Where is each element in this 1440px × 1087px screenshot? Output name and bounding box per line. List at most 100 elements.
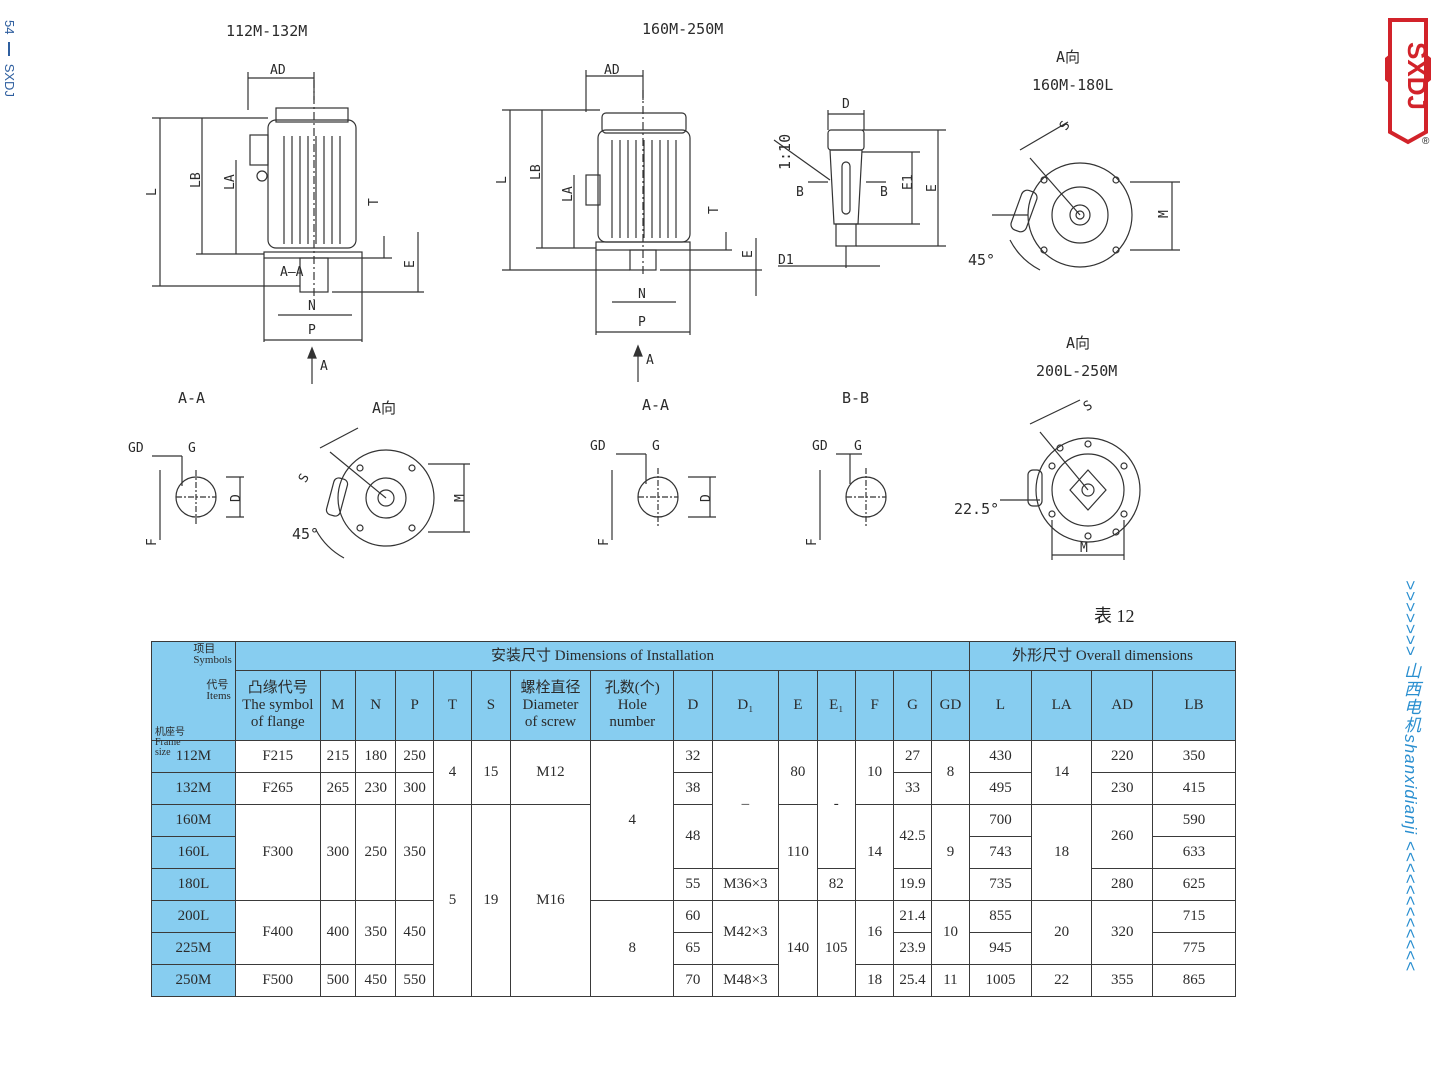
frame-225m: 225M <box>151 932 236 965</box>
angle-45-left: 45° <box>292 525 319 543</box>
table-cell: F215 <box>234 740 321 773</box>
label-p-1: P <box>308 323 316 338</box>
col-lb: LB <box>1152 670 1236 741</box>
table-cell: 743 <box>969 836 1032 869</box>
table-cell: 625 <box>1152 868 1236 901</box>
sxdj-logo: SXDJ ® <box>1385 18 1432 147</box>
col-g: G <box>893 670 932 741</box>
table-row: 225M 65 23.9 945 775 <box>151 932 1236 965</box>
table-cell: 48 <box>673 804 713 869</box>
label-l-1: L <box>145 188 160 196</box>
view1-title: 112M-132M <box>226 22 307 40</box>
label-b-left: B <box>796 185 804 200</box>
table-cell: 8 <box>590 900 675 997</box>
table-cell: 25.4 <box>893 964 932 997</box>
label-n-1: N <box>308 299 316 314</box>
label-ad-1: AD <box>270 63 286 78</box>
table-cell: 590 <box>1152 804 1236 837</box>
table-cell: 18 <box>1030 804 1093 901</box>
col-e1: E₁ <box>816 670 856 741</box>
label-g-3: G <box>854 439 862 454</box>
logo-text: SXDJ <box>1402 42 1432 110</box>
table-cell: M36×3 <box>711 868 780 901</box>
shaft-detail <box>773 110 946 268</box>
table-cell: 9 <box>930 804 971 901</box>
table-cell: 450 <box>355 964 397 997</box>
col-gd: GD <box>930 670 971 741</box>
page-number: 54 <box>2 20 17 35</box>
label-e1: E1 <box>901 174 916 190</box>
table-cell: 715 <box>1152 900 1236 933</box>
col-l: L <box>969 670 1032 741</box>
table-cell: 80 <box>778 740 818 805</box>
frame-132m: 132M <box>151 772 236 805</box>
table-cell: 265 <box>319 772 357 805</box>
table-cell: M48×3 <box>711 964 780 997</box>
taper-label: 1:10 <box>776 134 794 170</box>
group-overall-header: 外形尺寸 Overall dimensions <box>969 641 1236 671</box>
angle-22-5: 22.5° <box>954 500 999 518</box>
label-e-shaft: E <box>925 184 940 192</box>
bb-title: B-B <box>842 389 869 407</box>
table-cell: 14 <box>854 804 895 901</box>
table-cell: 350 <box>1152 740 1236 773</box>
table-cell: 20 <box>1030 900 1093 965</box>
table-cell: 82 <box>816 868 856 901</box>
section-aa-left <box>152 455 244 540</box>
table-cell: 32 <box>673 740 713 773</box>
table-cell: 8 <box>930 740 971 805</box>
table-cell: 230 <box>1091 772 1153 805</box>
group-install-header: 安装尺寸 Dimensions of Installation <box>234 641 971 671</box>
table-cell: 19.9 <box>893 868 932 901</box>
table-cell: F265 <box>234 772 321 805</box>
table-cell: 19 <box>471 804 511 997</box>
table-cell: 350 <box>395 804 434 901</box>
label-s-2: S <box>1081 398 1095 415</box>
label-t-1: T <box>367 198 382 206</box>
table-cell: 250 <box>355 804 397 901</box>
aa-left-title: A-A <box>178 389 205 407</box>
table-cell: 495 <box>969 772 1032 805</box>
motor-view-160m-250m <box>502 70 762 382</box>
aview-left-title: A向 <box>372 399 396 417</box>
table-cell: 500 <box>319 964 357 997</box>
label-m-2: M <box>1080 541 1088 556</box>
table-cell: – <box>711 740 780 869</box>
page-side-label: 54 SXDJ <box>2 20 17 97</box>
label-f-1: F <box>145 538 160 546</box>
table-cell: 700 <box>969 804 1032 837</box>
col-t: T <box>432 670 473 741</box>
table-cell: 550 <box>395 964 434 997</box>
label-aa-1: A—A <box>280 265 304 280</box>
table-cell: 430 <box>969 740 1032 773</box>
table-caption: 表 12 <box>1094 606 1135 626</box>
table-cell: - <box>816 740 856 869</box>
col-ad: AD <box>1091 670 1153 741</box>
label-lb-1: LB <box>189 172 204 188</box>
table-cell: 4 <box>432 740 473 805</box>
label-gd-3: GD <box>812 439 828 454</box>
table-cell: 180 <box>355 740 397 773</box>
table-cell: 260 <box>1091 804 1153 869</box>
frame-200l: 200L <box>151 900 236 933</box>
table-cell: F500 <box>234 964 321 997</box>
col-e: E <box>778 670 818 741</box>
table-row: 180L 55 M36×3 82 19.9 735 280 625 <box>151 868 1236 901</box>
view4-title: A向 <box>1066 334 1090 352</box>
table-cell: 5 <box>432 804 473 997</box>
table-cell: 300 <box>319 804 357 901</box>
view3-subtitle: 160M-180L <box>1032 76 1113 94</box>
table-cell: 23.9 <box>893 932 932 965</box>
table-cell: 140 <box>778 900 818 997</box>
frame-112m: 112M <box>151 740 236 773</box>
side-ribbon: >>>>>>> 山西电机shanxidianji <<<<<<<<<<<< <box>1401 580 1420 972</box>
table-row: 160L 743 633 <box>151 836 1236 869</box>
view4-subtitle: 200L-250M <box>1036 362 1117 380</box>
angle-45-right: 45° <box>968 251 995 269</box>
table-cell: 110 <box>778 804 818 901</box>
aa-middle-title: A-A <box>642 396 669 414</box>
label-m-1: M <box>1157 210 1172 218</box>
table-cell: 10 <box>854 740 895 805</box>
